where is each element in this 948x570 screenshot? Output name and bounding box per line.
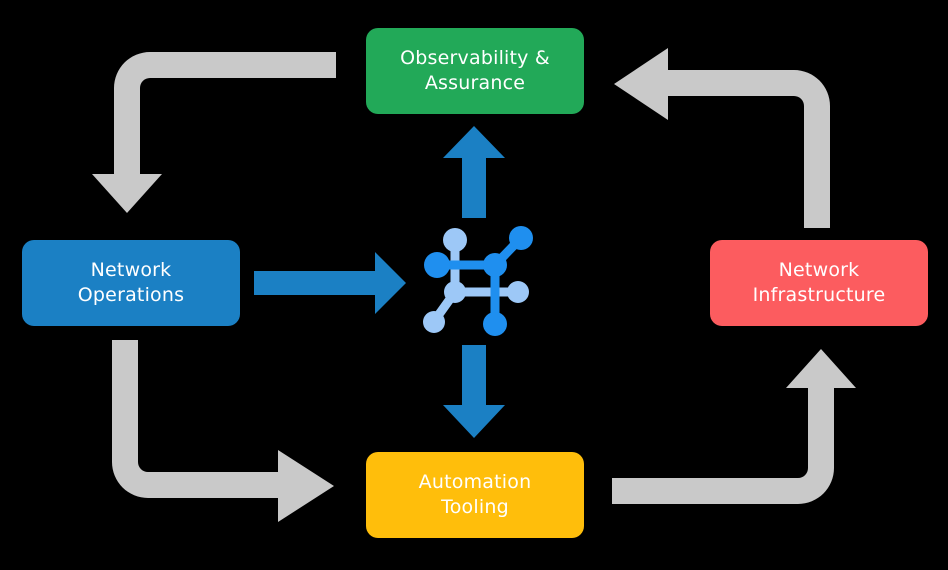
connector-automation-to-infrastructure[interactable] <box>612 349 856 504</box>
node-observability-label: Observability & Assurance <box>400 46 550 96</box>
node-mid-light <box>444 281 466 303</box>
node-network-operations[interactable]: Network Operations <box>22 240 240 326</box>
node-top-light <box>443 228 467 252</box>
connector-operations-to-automation[interactable] <box>112 340 334 522</box>
node-right-light <box>507 281 529 303</box>
connector-hub-to-observability[interactable] <box>443 126 505 218</box>
node-network-infrastructure-line2: Infrastructure <box>752 284 886 306</box>
node-observability-assurance[interactable]: Observability & Assurance <box>366 28 584 114</box>
node-automation-tooling-label: Automation Tooling <box>419 470 532 520</box>
node-bottomleft-light <box>423 311 445 333</box>
connector-operations-to-hub[interactable] <box>254 252 406 314</box>
node-automation-tooling[interactable]: Automation Tooling <box>366 452 584 538</box>
connector-hub-to-automation[interactable] <box>443 345 505 438</box>
connector-infrastructure-to-observability[interactable] <box>614 48 830 228</box>
node-left-dark <box>424 252 450 278</box>
node-bottom-dark <box>483 312 507 336</box>
node-network-operations-line2: Operations <box>77 284 185 306</box>
node-topright-dark <box>509 226 533 250</box>
node-observability-line1: Observability & <box>400 46 550 69</box>
node-automation-tooling-line1: Automation <box>418 470 532 493</box>
node-network-infrastructure[interactable]: Network Infrastructure <box>710 240 928 326</box>
node-network-infrastructure-line1: Network <box>778 258 860 281</box>
connector-observability-to-operations[interactable] <box>92 52 336 213</box>
node-observability-line2: Assurance <box>424 72 526 94</box>
network-icon-nodes <box>423 226 533 336</box>
node-network-operations-label: Network Operations <box>78 258 184 308</box>
node-automation-tooling-line2: Tooling <box>441 496 509 518</box>
node-network-infrastructure-label: Network Infrastructure <box>753 258 886 308</box>
node-center-dark <box>483 253 507 277</box>
node-network-operations-line1: Network <box>90 258 172 281</box>
